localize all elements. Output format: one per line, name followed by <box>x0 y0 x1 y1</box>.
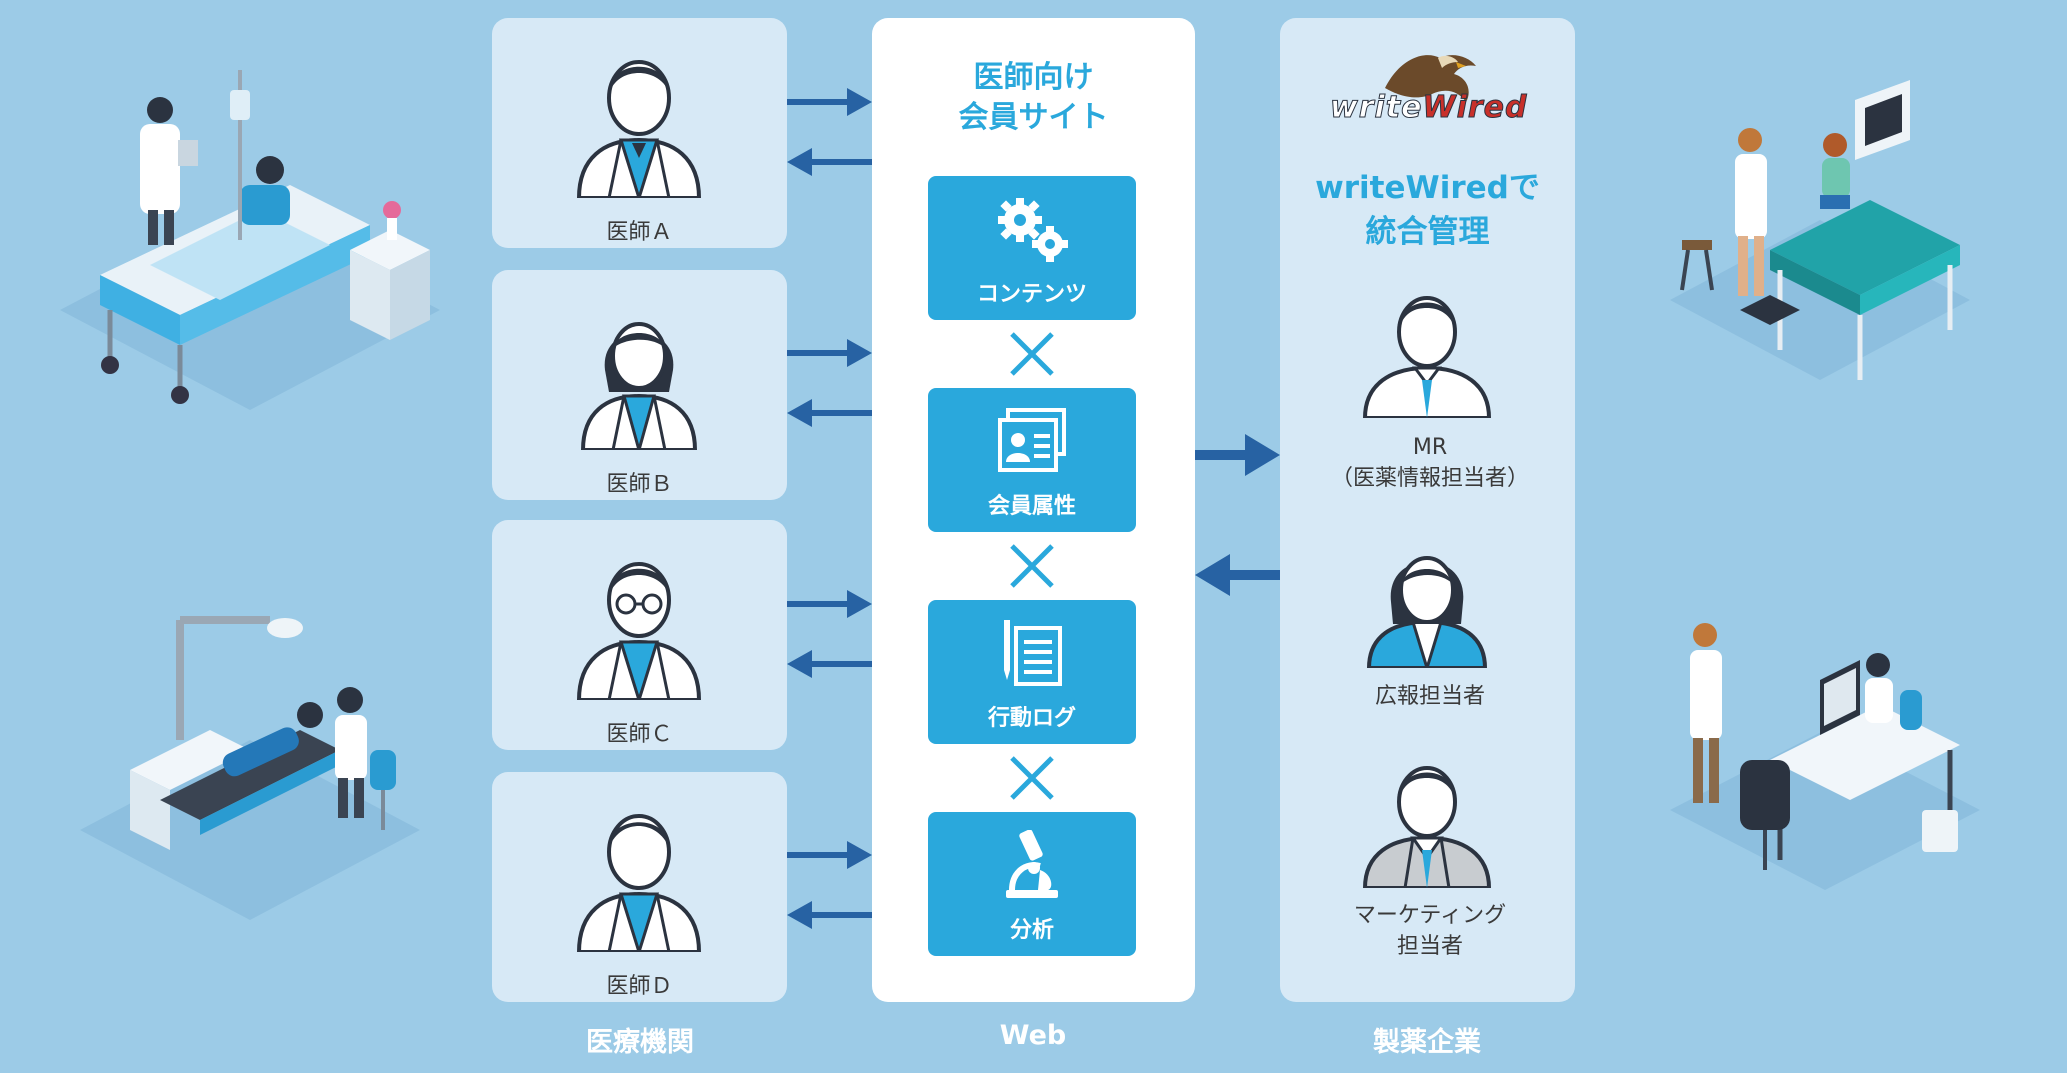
mr-businessman-avatar-icon <box>1362 296 1492 418</box>
doctor-b-label: 医師Ｂ <box>606 472 673 497</box>
column-label-pharma: 製薬企業 <box>1373 1027 1481 1058</box>
writewired-logo: writeWired <box>1329 48 1528 138</box>
hospital-bed-scene-illustration <box>60 70 440 410</box>
role-marketing: マーケティング 担当者 <box>1280 900 1580 962</box>
column-label-medical: 医療機関 <box>586 1027 694 1058</box>
multiply-icon <box>1010 544 1054 588</box>
logo-wordmark: writeWired <box>1329 90 1528 126</box>
logo-text-write: write <box>1329 90 1423 126</box>
logo-text-wired: Wired <box>1422 90 1528 126</box>
feature-analysis: 分析 <box>928 812 1136 956</box>
feature-contents-label: コンテンツ <box>976 282 1087 307</box>
doctor-card-a: 医師Ａ <box>492 18 787 248</box>
doctor-glasses-avatar-icon <box>576 562 702 700</box>
role-marketing-line2: 担当者 <box>1396 934 1463 959</box>
multiply-icon <box>1010 756 1054 800</box>
feature-action-log-label: 行動ログ <box>987 706 1076 731</box>
pharma-title-line1: writeWiredで <box>1315 170 1540 206</box>
doctor-male-avatar-icon <box>576 814 702 952</box>
role-mr-line2: （医薬情報担当者） <box>1330 466 1529 491</box>
role-pr: 広報担当者 <box>1280 681 1580 712</box>
column-label-web: Web <box>999 1020 1067 1051</box>
role-mr: MR （医薬情報担当者） <box>1280 432 1580 494</box>
eagle-logo-icon <box>1385 55 1476 102</box>
doctor-card-c: 医師Ｃ <box>492 520 787 750</box>
role-marketing-line1: マーケティング <box>1353 903 1507 928</box>
web-site-title: 医師向け 会員サイト <box>872 58 1195 138</box>
document-pencil-icon <box>1004 620 1062 686</box>
doctor-female-avatar-icon <box>580 322 698 450</box>
gears-icon <box>998 198 1068 262</box>
feature-contents: コンテンツ <box>928 176 1136 320</box>
web-site-title-line1: 医師向け <box>973 60 1094 95</box>
pr-woman-avatar-icon <box>1366 556 1488 668</box>
multiply-icon <box>1010 332 1054 376</box>
role-mr-line1: MR <box>1412 435 1448 460</box>
feature-analysis-label: 分析 <box>1009 918 1054 943</box>
id-card-icon <box>998 408 1066 472</box>
doctor-card-b: 医師Ｂ <box>492 270 787 500</box>
feature-action-log: 行動ログ <box>928 600 1136 744</box>
feature-member-attributes: 会員属性 <box>928 388 1136 532</box>
doctor-web-arrows <box>787 88 872 929</box>
doctor-c-label: 医師Ｃ <box>606 722 673 747</box>
doctor-a-label: 医師Ａ <box>606 220 673 245</box>
consultation-desk-scene-illustration <box>1670 623 1980 890</box>
examination-scene-illustration <box>1670 80 1970 380</box>
pharma-title-line2: 統合管理 <box>1365 214 1490 250</box>
doctor-male-avatar-icon <box>576 60 702 198</box>
feature-member-attributes-label: 会員属性 <box>987 494 1076 519</box>
microscope-icon <box>1006 830 1058 898</box>
web-pharma-arrows <box>1195 434 1280 596</box>
role-pr-line1: 広報担当者 <box>1374 684 1485 709</box>
doctor-d-label: 医師Ｄ <box>606 974 673 999</box>
dental-clinic-scene-illustration <box>80 616 420 920</box>
pharma-integrated-title: writeWiredで 統合管理 <box>1280 166 1575 254</box>
marketing-businessman-avatar-icon <box>1362 766 1492 888</box>
web-site-title-line2: 会員サイト <box>958 100 1109 135</box>
doctor-card-d: 医師Ｄ <box>492 772 787 1002</box>
